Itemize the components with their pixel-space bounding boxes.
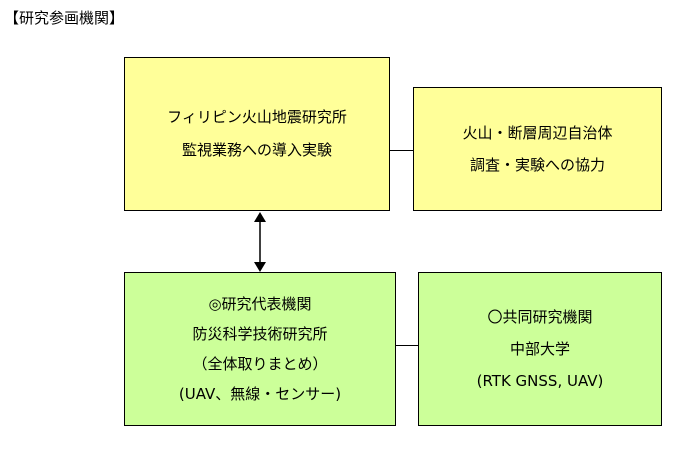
connector-philippines-localgov [390, 150, 413, 151]
philippines-institute-name: フィリピン火山地震研究所 [167, 108, 347, 126]
local-government-role: 調査・実験への協力 [469, 156, 605, 174]
joint-institution-box: 〇共同研究機関 中部大学 (RTK GNSS, UAV) [418, 272, 662, 426]
joint-institution-title: 〇共同研究機関 [487, 308, 593, 326]
connector-nied-chubu [396, 345, 418, 346]
double-arrow-icon [254, 212, 266, 272]
local-government-box: 火山・断層周辺自治体 調査・実験への協力 [413, 87, 662, 211]
lead-institution-box: ◎研究代表機関 防災科学技術研究所 （全体取りまとめ） (UAV、無線・センサー… [124, 272, 396, 426]
diagram-heading: 【研究参画機関】 [4, 9, 125, 27]
joint-institution-name: 中部大学 [509, 340, 570, 358]
joint-institution-scope: (RTK GNSS, UAV) [476, 372, 604, 390]
lead-institution-name: 防災科学技術研究所 [192, 325, 328, 343]
local-government-name: 火山・断層周辺自治体 [462, 124, 613, 142]
lead-institution-title: ◎研究代表機関 [208, 295, 312, 313]
lead-institution-role: （全体取りまとめ） [192, 355, 328, 373]
lead-institution-scope: (UAV、無線・センサー) [178, 385, 342, 403]
philippines-institute-box: フィリピン火山地震研究所 監視業務への導入実験 [124, 57, 390, 211]
philippines-institute-role: 監視業務への導入実験 [181, 141, 332, 159]
